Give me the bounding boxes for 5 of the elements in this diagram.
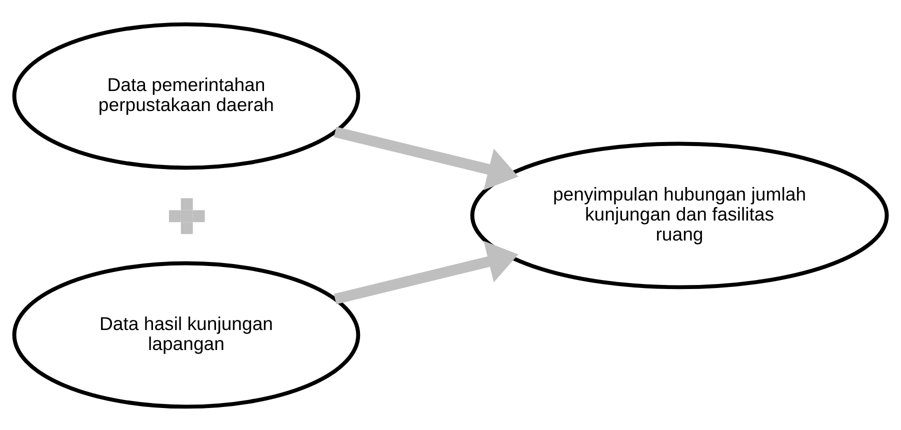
node-ellipse: Data hasil kunjungan lapangan [12,260,360,408]
node-ellipse: Data pemerintahan perpustakaan daerah [12,22,360,170]
arrow [334,126,518,190]
arrow [334,240,518,304]
node-ellipse: penyimpulan hubungan jumlah kunjungan dan fasilitas ruang [470,141,889,289]
